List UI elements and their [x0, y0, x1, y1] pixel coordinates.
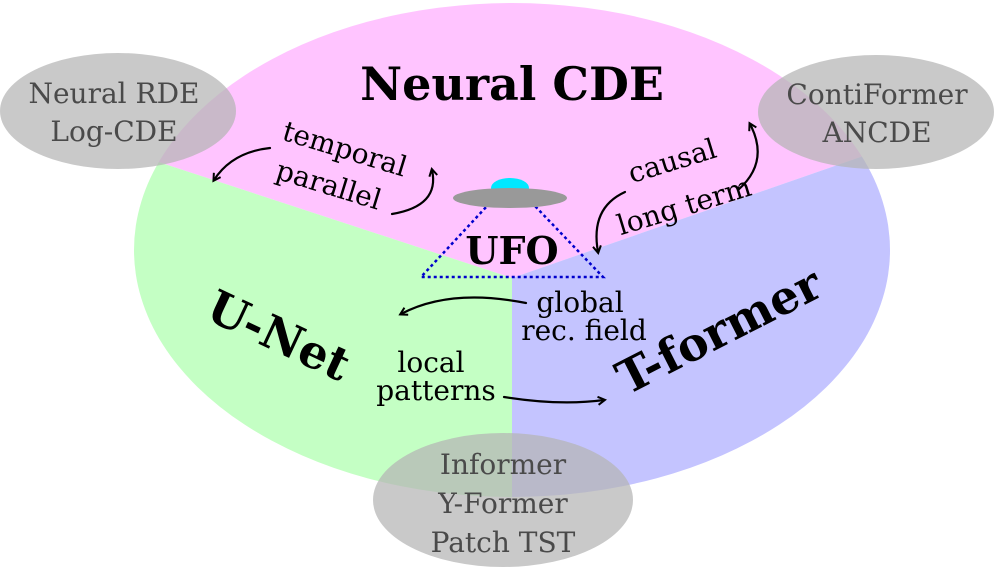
corner-bottom-line2: Y-Former: [437, 487, 568, 520]
region-u-net: [134, 110, 512, 497]
corner-top-right-line2: ANCDE: [821, 116, 931, 149]
corner-top-left-line2: Log-CDE: [50, 115, 177, 148]
annotation-patterns: patterns: [376, 374, 495, 407]
arrow-to-u-net-global: [401, 296, 528, 314]
ufo-icon: [418, 178, 606, 279]
arrow-to-t-former-local: [502, 395, 604, 402]
arrow-to-u-net: [214, 146, 272, 180]
corner-bottom-line1: Informer: [440, 448, 567, 481]
corner-top-left-line1: Neural RDE: [28, 77, 199, 110]
annotation-local: local: [397, 346, 464, 379]
label-ufo: UFO: [465, 228, 558, 273]
arrow-to-neural-cde-right: [736, 124, 759, 192]
corner-bottom-line3: Patch TST: [431, 526, 576, 559]
label-neural-cde: Neural CDE: [360, 57, 664, 111]
corner-top-right-line1: ContiFormer: [786, 78, 968, 111]
corner-ellipse-top-right: [758, 55, 994, 169]
corner-ellipse-bottom: [373, 433, 633, 567]
arrow-to-neural-cde-left: [390, 170, 433, 216]
annotation-global: global: [536, 286, 623, 319]
arrow-to-t-former-top: [597, 190, 627, 252]
corner-ellipse-top-left: [0, 53, 236, 169]
annotation-rec-field: rec. field: [521, 314, 647, 347]
ufo-disk: [453, 188, 567, 208]
